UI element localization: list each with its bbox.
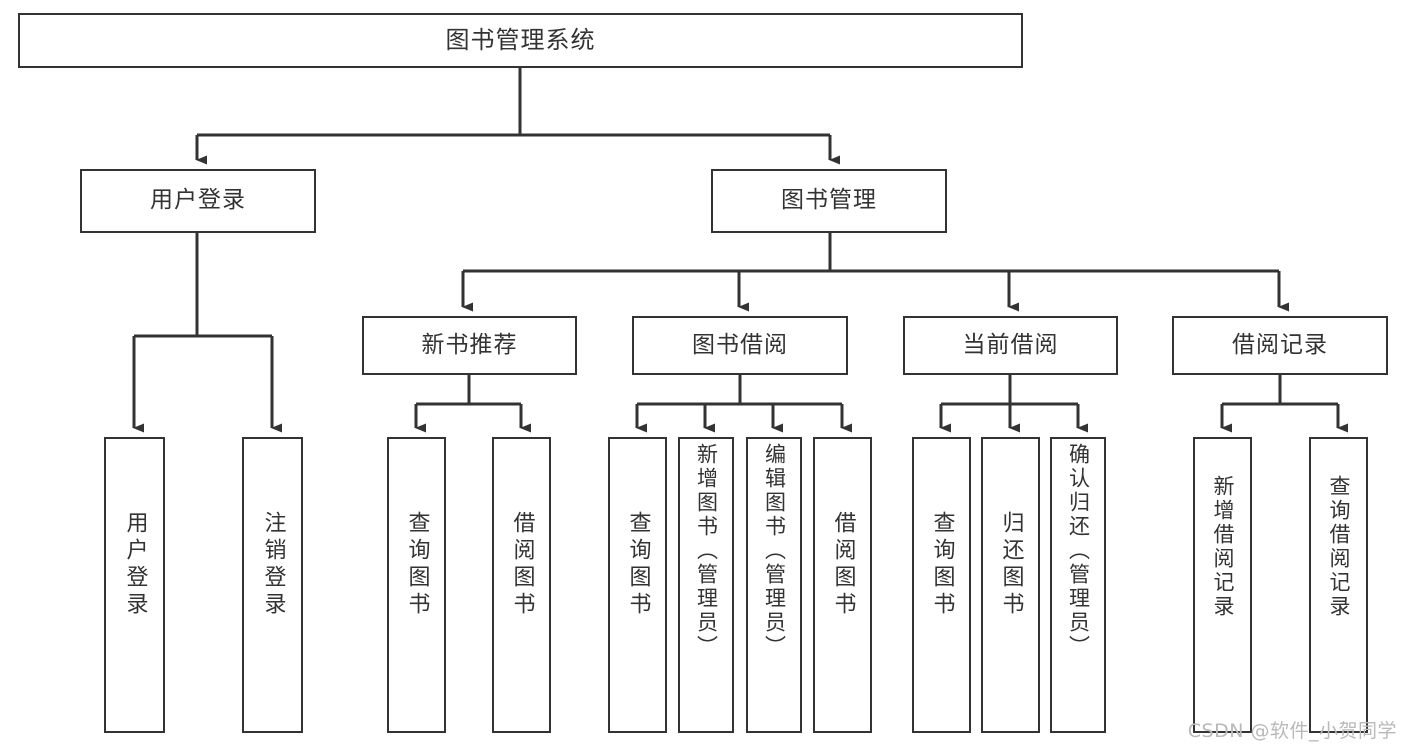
node-leaf-query-book-recommend[interactable]: 查询图书 [387, 437, 446, 733]
node-leaf-query-borrow-record[interactable]: 查询借阅记录 [1309, 437, 1368, 733]
node-label: 确认归还（管理员） [1066, 443, 1091, 659]
node-label: 新增借阅记录 [1211, 475, 1235, 619]
node-label: 归还图书 [998, 511, 1024, 619]
node-label: 用户登录 [122, 511, 148, 619]
node-leaf-query-book-current[interactable]: 查询图书 [912, 437, 971, 733]
node-label: 查询借阅记录 [1327, 475, 1351, 619]
node-label: 用户登录 [150, 187, 246, 214]
node-leaf-query-book-borrow[interactable]: 查询图书 [608, 437, 667, 733]
node-label: 当前借阅 [962, 331, 1059, 358]
node-leaf-edit-book[interactable]: 编辑图书（管理员） [746, 437, 802, 733]
node-leaf-add-borrow-record[interactable]: 新增借阅记录 [1193, 437, 1252, 733]
node-leaf-return-book[interactable]: 归还图书 [981, 437, 1040, 733]
node-label: 注销登录 [260, 511, 286, 619]
node-root-book-management-system[interactable]: 图书管理系统 [18, 13, 1023, 68]
node-label: 借阅记录 [1232, 331, 1328, 358]
node-new-book-recommend[interactable]: 新书推荐 [362, 316, 577, 375]
node-label: 查询图书 [625, 511, 651, 619]
node-label: 新书推荐 [421, 331, 518, 358]
node-label: 查询图书 [404, 511, 430, 619]
node-leaf-user-login[interactable]: 用户登录 [104, 437, 165, 733]
node-book-management[interactable]: 图书管理 [711, 169, 947, 233]
node-label: 查询图书 [929, 511, 955, 619]
node-label: 借阅图书 [509, 511, 535, 619]
node-current-borrow[interactable]: 当前借阅 [903, 316, 1118, 375]
node-label: 编辑图书（管理员） [762, 443, 787, 659]
node-label: 图书管理 [781, 187, 877, 214]
node-book-borrow[interactable]: 图书借阅 [632, 316, 848, 375]
node-leaf-borrow-book-borrow[interactable]: 借阅图书 [813, 437, 872, 733]
node-leaf-confirm-return[interactable]: 确认归还（管理员） [1050, 437, 1106, 733]
csdn-watermark: CSDN @软件_小贺同学 [1187, 720, 1397, 742]
node-label: 借阅图书 [830, 511, 856, 619]
node-borrow-record[interactable]: 借阅记录 [1172, 316, 1388, 375]
node-leaf-borrow-book-recommend[interactable]: 借阅图书 [492, 437, 551, 733]
node-label: 新增图书（管理员） [694, 443, 719, 659]
node-leaf-add-book[interactable]: 新增图书（管理员） [678, 437, 734, 733]
node-label: 图书管理系统 [445, 26, 596, 55]
node-user-login[interactable]: 用户登录 [80, 169, 316, 233]
node-label: 图书借阅 [692, 331, 788, 358]
node-leaf-logout-login[interactable]: 注销登录 [242, 437, 303, 733]
